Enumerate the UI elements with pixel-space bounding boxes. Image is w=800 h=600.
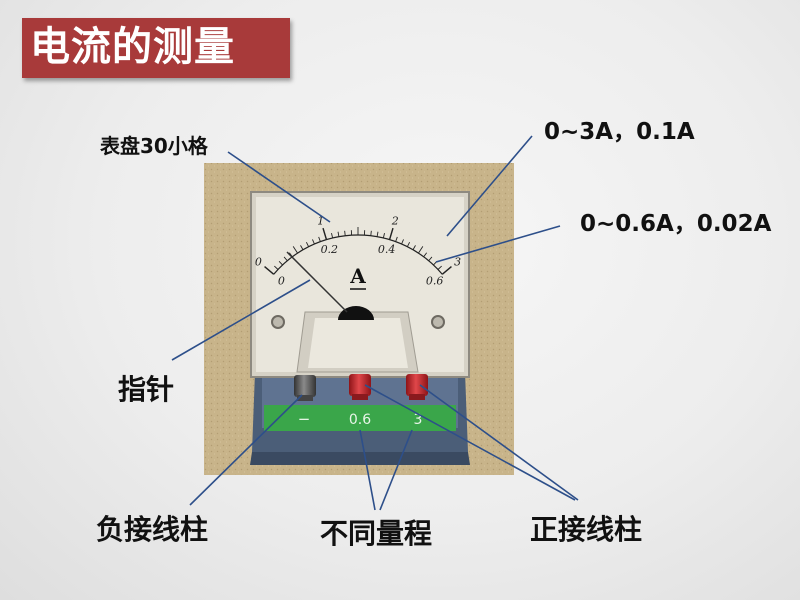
scale-tick bbox=[395, 236, 398, 242]
scale-tick bbox=[401, 239, 404, 245]
scale-tick bbox=[283, 256, 288, 262]
scale-tick bbox=[344, 230, 346, 236]
scale-tick bbox=[312, 239, 315, 245]
upper-scale-label: 0 bbox=[255, 255, 262, 268]
label-range-large: 0~3A，0.1A bbox=[544, 119, 695, 145]
scale-tick bbox=[412, 245, 416, 250]
scale-tick bbox=[382, 232, 385, 239]
lower-scale-label: 0.6 bbox=[426, 275, 444, 288]
leader-range-small bbox=[435, 225, 561, 263]
positive-terminal-knob-3 bbox=[406, 374, 428, 400]
label-scale-divisions: 表盘30小格 bbox=[100, 134, 208, 158]
upper-scale-label: 2 bbox=[391, 214, 399, 227]
leader-positive-b bbox=[419, 384, 579, 501]
lower-scale-label: 0.4 bbox=[378, 243, 396, 256]
meter-face bbox=[250, 191, 470, 378]
scale-tick bbox=[376, 231, 379, 237]
leader-pointer bbox=[171, 279, 311, 361]
label-negative-terminal: 负接线柱 bbox=[96, 513, 209, 546]
scale-tick bbox=[388, 227, 394, 240]
scale-tick bbox=[331, 232, 334, 239]
screw-left bbox=[271, 315, 285, 329]
leader-scale bbox=[227, 151, 331, 223]
label-ranges: 不同量程 bbox=[320, 517, 433, 550]
positive-terminal-knob-0-6 bbox=[349, 374, 371, 400]
upper-scale-label: 3 bbox=[454, 255, 461, 268]
scale-tick bbox=[406, 242, 411, 247]
label-positive-terminal: 正接线柱 bbox=[530, 513, 643, 546]
leader-negative bbox=[189, 394, 303, 506]
scale-tick bbox=[322, 227, 328, 240]
scale-tick bbox=[370, 230, 372, 236]
lower-scale-label: 0.2 bbox=[321, 243, 339, 256]
label-range-small: 0~0.6A，0.02A bbox=[580, 211, 772, 237]
leader-positive-a bbox=[364, 384, 576, 501]
scale-tick bbox=[437, 265, 442, 270]
slide-title: 电流的测量 bbox=[30, 24, 235, 70]
scale-tick bbox=[441, 266, 452, 275]
scale-tick bbox=[292, 246, 298, 254]
scale-tick bbox=[305, 242, 310, 247]
terminal-label-3: 3 bbox=[414, 412, 423, 428]
terminal-label-0-6: 0.6 bbox=[349, 412, 371, 428]
title-banner: 电流的测量 bbox=[22, 18, 290, 78]
leader-lines bbox=[171, 135, 579, 511]
scale-tick bbox=[300, 245, 304, 250]
unit-symbol: A bbox=[349, 264, 366, 288]
scale-tick bbox=[337, 231, 340, 237]
scale-tick bbox=[274, 265, 279, 270]
pointer-needle bbox=[286, 251, 348, 313]
label-pointer: 指针 bbox=[118, 373, 175, 406]
scale-tick bbox=[278, 261, 283, 266]
lower-scale-label: 0 bbox=[278, 275, 285, 288]
scale-tick bbox=[423, 252, 428, 258]
leader-ranges-b bbox=[379, 429, 413, 511]
scale-tick bbox=[418, 246, 424, 254]
leader-range-large bbox=[446, 135, 533, 237]
meter-scale: 0 1 2 3 0 0.2 0.4 0.6 bbox=[255, 214, 461, 287]
negative-terminal-knob bbox=[294, 375, 316, 401]
scale-tick bbox=[428, 256, 433, 262]
scale-tick bbox=[264, 266, 275, 275]
upper-scale-label: 1 bbox=[317, 214, 324, 227]
scale-tick bbox=[318, 236, 321, 242]
screw-right bbox=[431, 315, 445, 329]
leader-ranges-a bbox=[359, 429, 376, 511]
terminal-label-negative: − bbox=[298, 410, 311, 428]
